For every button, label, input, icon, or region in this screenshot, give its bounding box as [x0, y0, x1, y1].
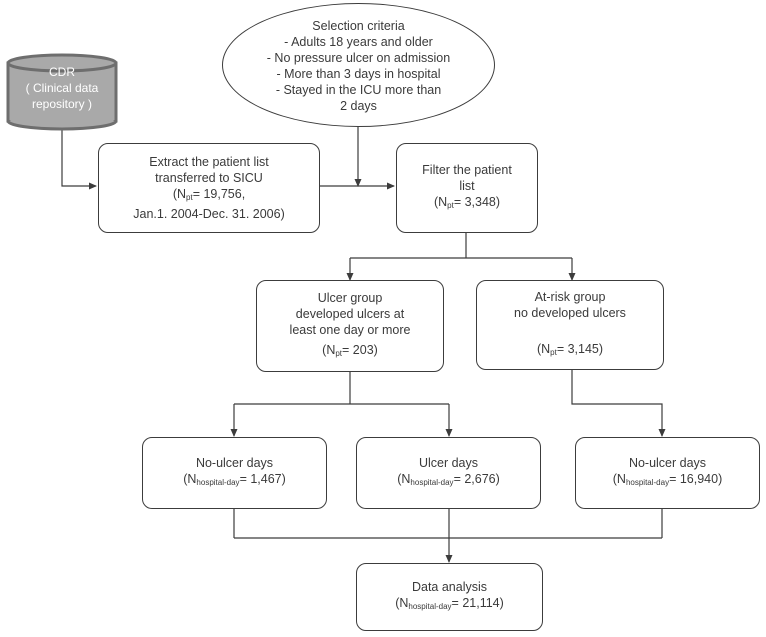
- analysis-count: (Nhospital-day= 21,114): [395, 595, 504, 615]
- criteria-line: Selection criteria: [312, 19, 405, 33]
- n-prefix: (N: [433, 195, 448, 209]
- n-value: = 203): [342, 343, 378, 357]
- filter-patient-list-box: Filter the patient list (Npt= 3,348): [396, 143, 538, 233]
- ulcer-group-label-line: least one day or more: [289, 323, 411, 337]
- n-subscript: hospital-day: [196, 478, 240, 487]
- arrow-atrisk-to-noulcer-days-2: [571, 370, 666, 437]
- noulcer-days-count: (Nhospital-day= 1,467): [183, 471, 286, 491]
- n-prefix: (N: [172, 187, 187, 201]
- n-subscript: hospital-day: [625, 478, 670, 487]
- ulcer-group-box: Ulcer group developed ulcers at least on…: [256, 280, 444, 372]
- no-ulcer-days-box-ulcer-group: No-ulcer days (Nhospital-day= 1,467): [142, 437, 327, 509]
- n-value: = 16,940): [669, 472, 723, 486]
- extract-count: (Npt= 19,756,: [173, 186, 245, 206]
- ulcer-group-label-line: developed ulcers at: [295, 307, 405, 321]
- n-value: = 3,348): [453, 195, 501, 209]
- database-label: CDR ( Clinical data repository ): [8, 64, 116, 112]
- extract-label-line: transferred to SICU: [155, 171, 263, 185]
- extract-date-range: Jan.1. 2004-Dec. 31. 2006): [133, 207, 285, 221]
- no-ulcer-days-box-atrisk-group: No-ulcer days (Nhospital-day= 16,940): [575, 437, 760, 509]
- data-analysis-box: Data analysis (Nhospital-day= 21,114): [356, 563, 543, 631]
- database-label-line: repository ): [31, 97, 93, 111]
- n-subscript: pt: [447, 201, 454, 210]
- database-label-line: CDR: [49, 65, 75, 79]
- n-subscript: pt: [550, 348, 557, 357]
- n-prefix: (N: [322, 343, 336, 357]
- n-prefix: (N: [183, 472, 197, 486]
- at-risk-group-box: At-risk group no developed ulcers (Npt= …: [476, 280, 664, 370]
- n-value: = 19,756,: [192, 187, 246, 201]
- n-subscript: pt: [186, 193, 193, 202]
- noulcer-days-title: No-ulcer days: [195, 456, 274, 470]
- n-value: = 1,467): [239, 472, 286, 486]
- n-prefix: (N: [612, 472, 626, 486]
- n-subscript: hospital-day: [410, 478, 454, 487]
- database-icon: [6, 53, 118, 131]
- criteria-line: - Stayed in the ICU more than: [275, 83, 442, 97]
- criteria-line: 2 days: [340, 99, 377, 113]
- ulcer-days-title: Ulcer days: [418, 456, 479, 470]
- ulcer-group-label-line: Ulcer group: [317, 291, 383, 305]
- atrisk-group-count: (Npt= 3,145): [537, 341, 603, 361]
- n-value: = 3,145): [556, 342, 604, 356]
- filter-label-line: Filter the patient: [422, 163, 512, 177]
- filter-count: (Npt= 3,348): [434, 194, 500, 214]
- filter-label-line: list: [459, 179, 475, 193]
- n-prefix: (N: [397, 472, 411, 486]
- n-prefix: (N: [536, 342, 551, 356]
- analysis-title: Data analysis: [411, 580, 488, 594]
- noulcer-days-count: (Nhospital-day= 16,940): [613, 471, 723, 491]
- criteria-line: - Adults 18 years and older: [284, 35, 433, 49]
- atrisk-group-label-line: At-risk group: [534, 290, 606, 304]
- n-value: = 21,114): [451, 596, 504, 610]
- n-prefix: (N: [395, 596, 409, 610]
- ulcer-days-count: (Nhospital-day= 2,676): [397, 471, 500, 491]
- criteria-line: - More than 3 days in hospital: [276, 67, 441, 81]
- selection-criteria-ellipse: Selection criteria - Adults 18 years and…: [222, 3, 495, 127]
- database-label-line: ( Clinical data: [25, 81, 99, 95]
- n-subscript: hospital-day: [408, 602, 452, 611]
- n-value: = 2,676): [453, 472, 500, 486]
- ulcer-group-count: (Npt= 203): [322, 342, 378, 362]
- criteria-line: - No pressure ulcer on admission: [266, 51, 451, 65]
- n-subscript: pt: [335, 349, 343, 358]
- atrisk-group-label-line: no developed ulcers: [514, 306, 626, 320]
- ulcer-days-box: Ulcer days (Nhospital-day= 2,676): [356, 437, 541, 509]
- extract-patient-list-box: Extract the patient list transferred to …: [98, 143, 320, 233]
- extract-label-line: Extract the patient list: [149, 155, 269, 169]
- noulcer-days-title: No-ulcer days: [628, 456, 707, 470]
- arrow-cdr-to-extract: [61, 128, 97, 190]
